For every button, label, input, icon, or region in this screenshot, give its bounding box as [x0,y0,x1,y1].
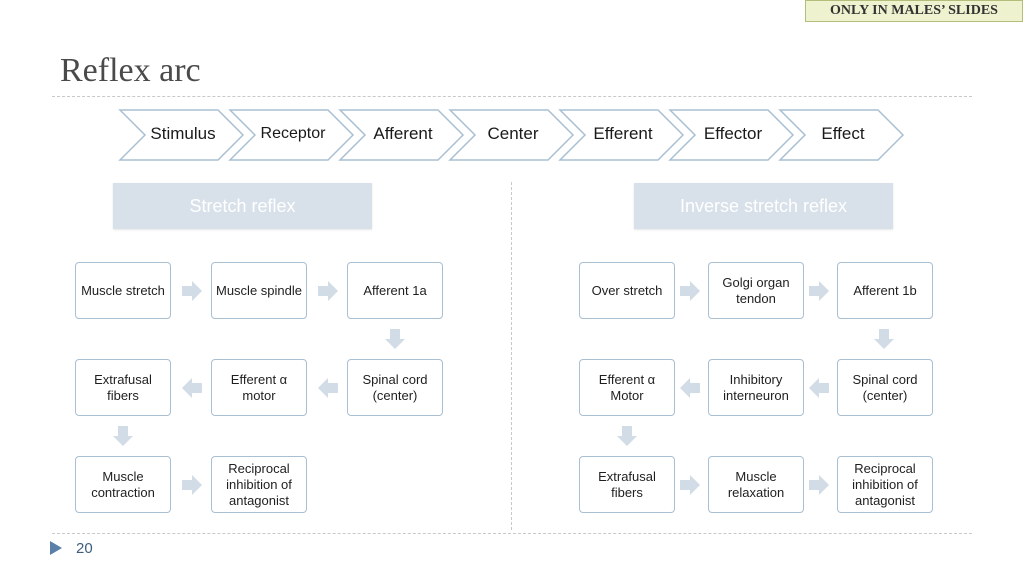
arrow-down-icon [112,425,134,447]
box-muscle-spindle: Muscle spindle [211,262,307,319]
box-extrafusal-fibers-left: Extrafusal fibers [75,359,171,416]
box-muscle-stretch: Muscle stretch [75,262,171,319]
inverse-stretch-reflex-header: Inverse stretch reflex [634,183,893,229]
box-golgi-organ-tendon: Golgi organ tendon [708,262,804,319]
stretch-reflex-header: Stretch reflex [113,183,372,229]
arrow-left-icon [679,377,701,399]
slide-title: Reflex arc [60,52,201,89]
arrow-right-icon [181,280,203,302]
box-reciprocal-inhibition-right: Reciprocal inhibition of antagonist [837,456,933,513]
box-extrafusal-fibers-right: Extrafusal fibers [579,456,675,513]
chevron-label-stimulus: Stimulus [150,124,216,143]
chevron-receptor [228,109,355,161]
box-reciprocal-inhibition-left: Reciprocal inhibition of antagonist [211,456,307,513]
reflex-arc-chevron-flow [118,109,905,161]
box-spinal-cord-left: Spinal cord (center) [347,359,443,416]
page-number: 20 [76,540,93,557]
box-efferent-alpha-motor-left: Efferent α motor [211,359,307,416]
chevron-efferent [558,109,685,161]
chevron-label-efferent: Efferent [593,124,653,143]
arrow-right-icon [808,280,830,302]
arrow-down-icon [616,425,638,447]
chevron-label-center: Center [487,124,539,143]
box-afferent-1a: Afferent 1a [347,262,443,319]
arrow-right-icon [808,474,830,496]
box-muscle-relaxation: Muscle relaxation [708,456,804,513]
arrow-left-icon [317,377,339,399]
footer-divider [52,533,972,534]
chevron-label-effect: Effect [821,124,865,143]
chevron-label-afferent: Afferent [373,124,433,143]
arrow-left-icon [808,377,830,399]
chevron-effect [778,109,905,161]
only-in-males-badge: ONLY IN MALES’ SLIDES [805,0,1023,22]
chevron-afferent [338,109,465,161]
box-inhibitory-interneuron: Inhibitory interneuron [708,359,804,416]
chevron-label-effector: Effector [703,124,763,143]
box-efferent-alpha-motor-right: Efferent α Motor [579,359,675,416]
section-divider [511,182,512,530]
arrow-right-icon [679,280,701,302]
box-spinal-cord-right: Spinal cord (center) [837,359,933,416]
arrow-right-icon [317,280,339,302]
chevron-effector [668,109,795,161]
arrow-down-icon [384,328,406,350]
chevron-label-receptor: Receptor [260,125,326,142]
title-divider [52,96,972,97]
box-afferent-1b: Afferent 1b [837,262,933,319]
arrow-right-icon [679,474,701,496]
arrow-left-icon [181,377,203,399]
slide-marker-triangle-icon [50,541,62,555]
arrow-right-icon [181,474,203,496]
chevron-stimulus [118,109,245,161]
box-over-stretch: Over stretch [579,262,675,319]
arrow-down-icon [873,328,895,350]
box-muscle-contraction: Muscle contraction [75,456,171,513]
chevron-center [448,109,575,161]
